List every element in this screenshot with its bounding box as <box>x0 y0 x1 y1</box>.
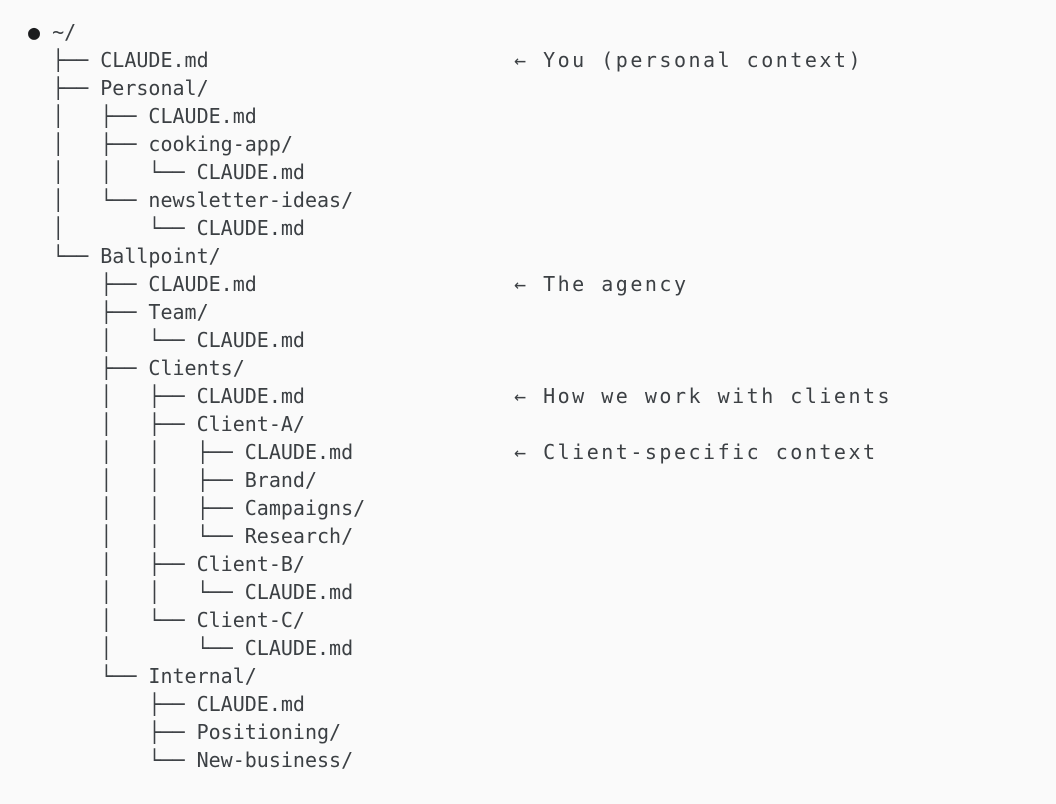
tree-entry-text: │ ├── CLAUDE.md <box>28 384 305 408</box>
tree-row: │ ├── cooking-app/ <box>28 130 365 158</box>
tree-row: └── Internal/ <box>28 662 365 690</box>
tree-entry-text: │ ├── Client-A/ <box>28 412 305 436</box>
tree-entry-text: │ └── CLAUDE.md <box>28 216 305 240</box>
tree-entry-text: ├── CLAUDE.md <box>28 48 209 72</box>
tree-row: │ │ └── Research/ <box>28 522 365 550</box>
tree-row: │ └── Client-C/ <box>28 606 365 634</box>
tree-entry-text: │ ├── Client-B/ <box>28 552 305 576</box>
bullet-icon: ● <box>28 20 41 44</box>
tree-row: ├── CLAUDE.md ← The agency <box>28 270 686 298</box>
tree-entry-text: │ │ ├── Campaigns/ <box>28 496 366 520</box>
tree-row: │ │ ├── Brand/ <box>28 466 365 494</box>
tree-entry-text: │ └── newsletter-ideas/ <box>28 188 354 212</box>
tree-entry-text: │ └── CLAUDE.md <box>28 328 305 352</box>
tree-entry-text: └── Ballpoint/ <box>28 244 221 268</box>
tree-annotation: ← The agency <box>514 272 689 296</box>
tree-row: │ ├── CLAUDE.md← How we work with client… <box>28 382 889 410</box>
tree-entry-text: ├── CLAUDE.md <box>28 272 257 296</box>
tree-row: │ │ ├── CLAUDE.md ← Client-specific conte… <box>28 438 875 466</box>
tree-entry-text: ├── Personal/ <box>28 76 209 100</box>
tree-row: └── New-business/ <box>28 746 365 774</box>
tree-root-row: ● ~/ <box>28 18 365 46</box>
tree-entry-text: ├── CLAUDE.md <box>28 692 305 716</box>
tree-entry-text: │ │ └── CLAUDE.md <box>28 580 354 604</box>
tree-entry-text: │ └── Client-C/ <box>28 608 305 632</box>
tree-row: │ │ ├── Campaigns/ <box>28 494 365 522</box>
tree-row: ├── Personal/ <box>28 74 365 102</box>
tree-row: │ ├── Client-A/ <box>28 410 365 438</box>
root-path-label <box>40 20 52 44</box>
tree-row: ├── Positioning/ <box>28 718 365 746</box>
tree-entry-text: │ │ └── Research/ <box>28 524 354 548</box>
tree-row: ├── Team/ <box>28 298 365 326</box>
directory-tree: ● ~/ ├── CLAUDE.md ← You (personal contex… <box>28 18 890 774</box>
tree-row: │ │ └── CLAUDE.md <box>28 578 365 606</box>
tree-row: │ │ └── CLAUDE.md <box>28 158 365 186</box>
tree-row: ├── CLAUDE.md <box>28 690 365 718</box>
tree-entry-text: │ │ ├── CLAUDE.md <box>28 440 354 464</box>
tree-annotation: ← You (personal context) <box>514 48 863 72</box>
tree-entry-text: │ │ ├── Brand/ <box>28 468 317 492</box>
tree-row: │ └── CLAUDE.md <box>28 214 365 242</box>
tree-row: │ └── CLAUDE.md <box>28 634 365 662</box>
tree-row: ├── CLAUDE.md ← You (personal context) <box>28 46 860 74</box>
tree-entry-text: ├── Team/ <box>28 300 209 324</box>
tree-annotation: ← Client-specific context <box>514 440 878 464</box>
tree-entry-text: │ ├── CLAUDE.md <box>28 104 257 128</box>
tree-entry-text: ├── Clients/ <box>28 356 245 380</box>
tree-row: │ └── CLAUDE.md <box>28 326 365 354</box>
tree-entry-text: │ └── CLAUDE.md <box>28 636 354 660</box>
root-path: ~/ <box>52 20 77 44</box>
tree-annotation: ← How we work with clients <box>514 384 893 408</box>
tree-row: │ ├── Client-B/ <box>28 550 365 578</box>
tree-entry-text: └── Internal/ <box>28 664 257 688</box>
tree-row: │ ├── CLAUDE.md <box>28 102 365 130</box>
tree-row: └── Ballpoint/ <box>28 242 365 270</box>
tree-row: ├── Clients/ <box>28 354 365 382</box>
tree-entry-text: ├── Positioning/ <box>28 720 342 744</box>
tree-entry-text: │ ├── cooking-app/ <box>28 132 293 156</box>
tree-entry-text: │ │ └── CLAUDE.md <box>28 160 305 184</box>
tree-row: │ └── newsletter-ideas/ <box>28 186 365 214</box>
tree-entry-text: └── New-business/ <box>28 748 354 772</box>
